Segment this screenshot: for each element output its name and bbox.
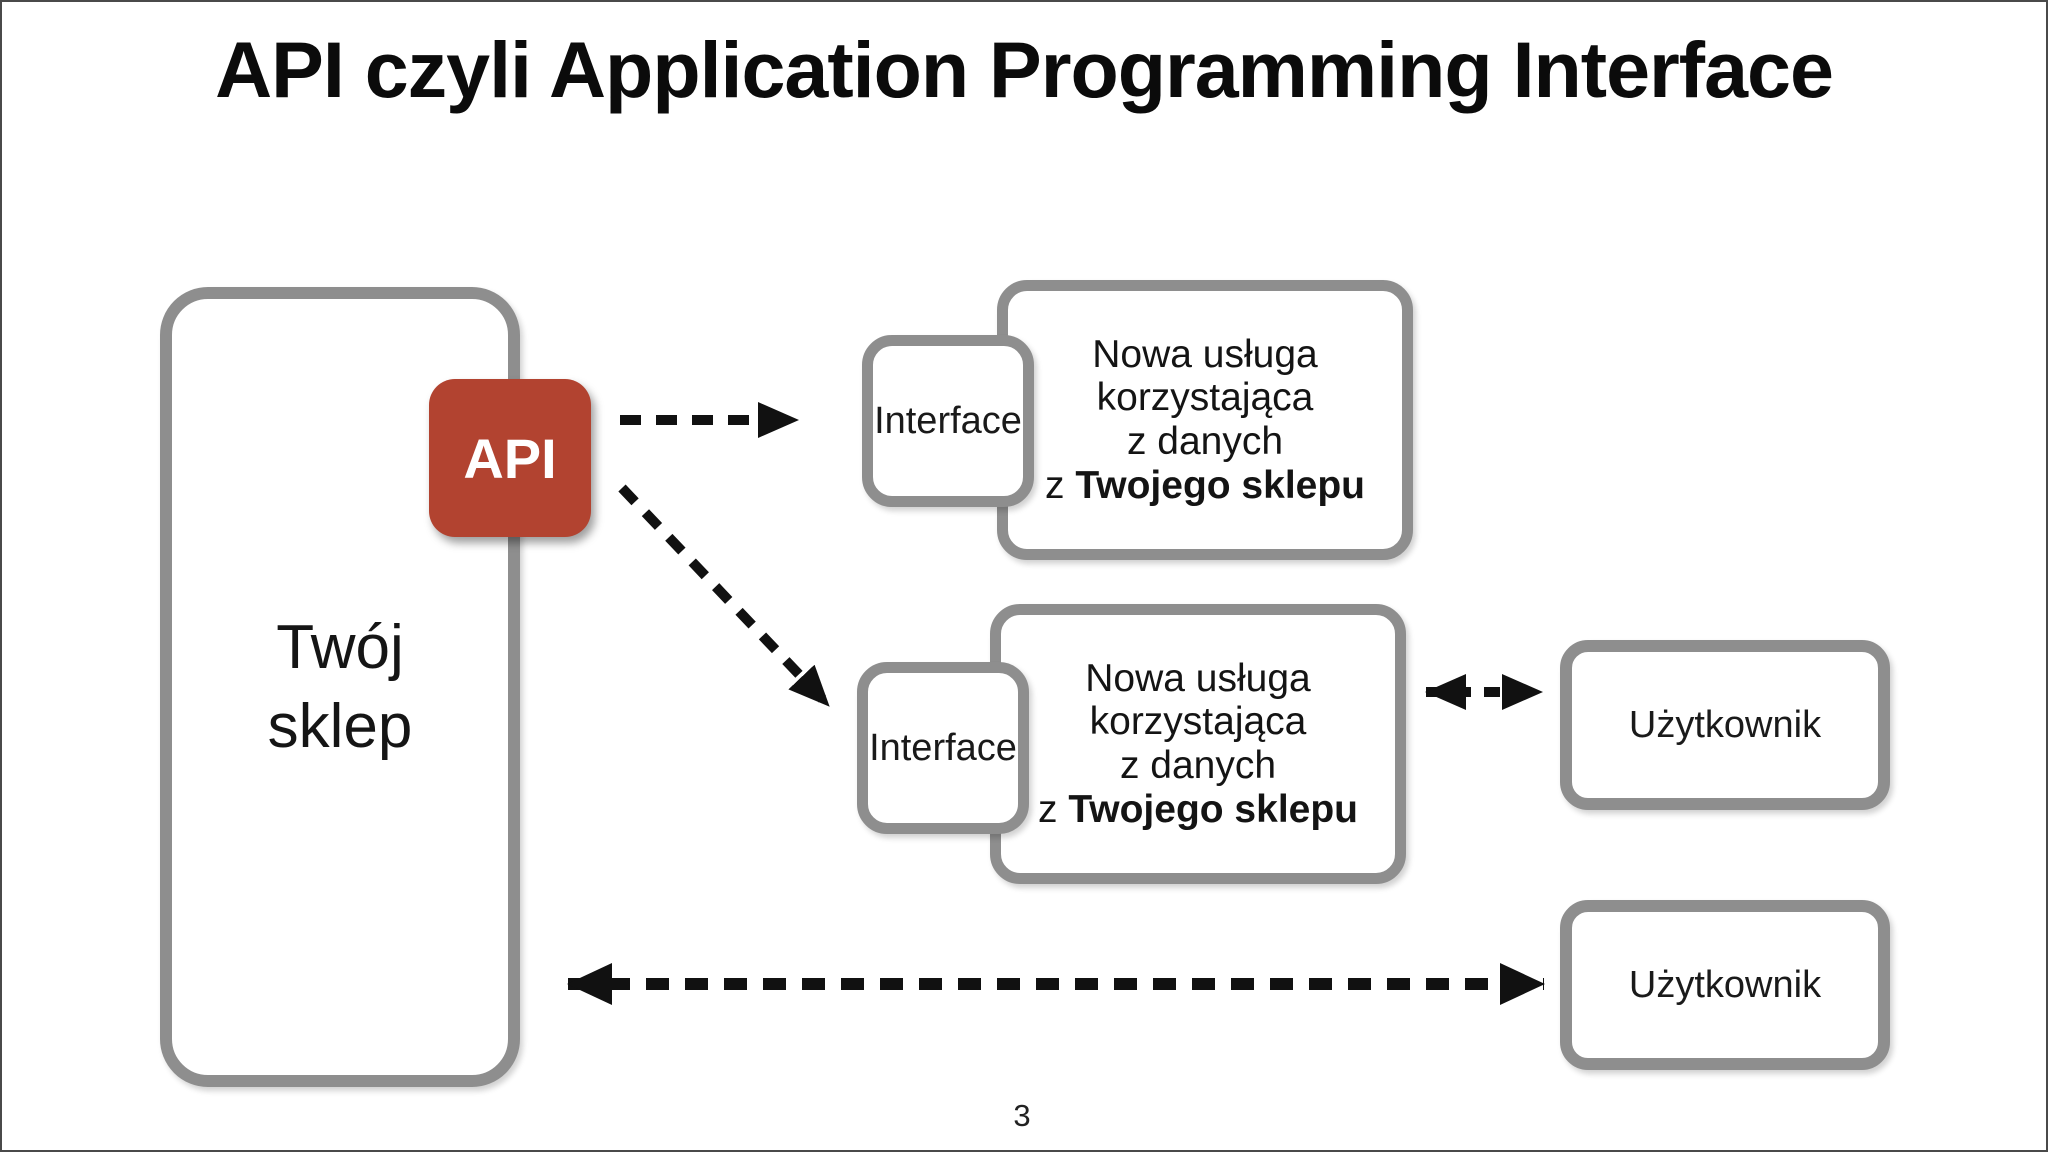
service-box-2: Nowa usługa korzystająca z danych z Twoj…: [990, 604, 1406, 884]
service-lines-2: Nowa usługa korzystająca z danych: [1085, 656, 1311, 787]
interface-label-2: Interface: [869, 726, 1017, 769]
service-last-line-prefix-1: z: [1045, 463, 1076, 507]
interface-box-2: Interface: [857, 662, 1029, 834]
service-last-line-bold-1: Twojego sklepu: [1075, 463, 1365, 507]
api-label: API: [463, 426, 557, 490]
arrow-api-to-interface-2: [618, 484, 833, 710]
page-number: 3: [1013, 1098, 1031, 1133]
user-label-1: Użytkownik: [1628, 703, 1822, 746]
slide-title: API czyli Application Programming Interf…: [215, 25, 1834, 114]
user-label-2: Użytkownik: [1628, 963, 1822, 1006]
service-last-line-bold-2: Twojego sklepu: [1068, 787, 1358, 831]
interface-label-1: Interface: [874, 399, 1022, 442]
user-box-1: Użytkownik: [1560, 640, 1890, 810]
service-lines-1: Nowa usługa korzystająca z danych: [1092, 332, 1318, 463]
interface-box-1: Interface: [862, 335, 1034, 507]
service-last-line-prefix-2: z: [1038, 787, 1069, 831]
service-text-1: Nowa usługa korzystająca z danych z Twoj…: [1045, 333, 1365, 508]
service-text-2: Nowa usługa korzystająca z danych z Twoj…: [1038, 657, 1358, 832]
service-box-1: Nowa usługa korzystająca z danych z Twoj…: [997, 280, 1413, 560]
user-box-2: Użytkownik: [1560, 900, 1890, 1070]
shop-label: Twój sklep: [267, 612, 413, 761]
api-badge: API: [429, 379, 591, 537]
